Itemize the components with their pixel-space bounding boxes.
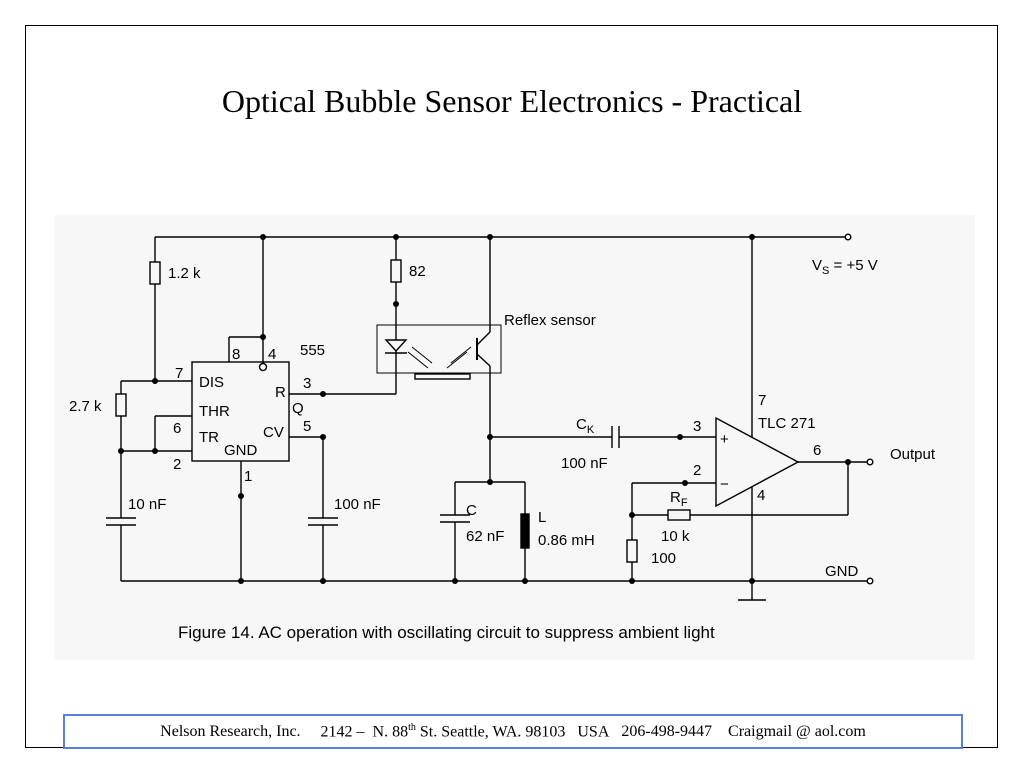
pin-number-2: 2 xyxy=(173,456,181,473)
pin-number-6: 6 xyxy=(173,420,181,437)
pin-number-5: 5 xyxy=(303,418,311,435)
label-r-82: 82 xyxy=(409,263,426,280)
pin-label-gnd: GND xyxy=(224,442,258,459)
pin-label-thr: THR xyxy=(199,403,230,420)
circuit-wires xyxy=(106,233,874,601)
label-gnd: GND xyxy=(825,563,859,580)
opamp-name: TLC 271 xyxy=(758,415,816,432)
opamp-pin-4: 4 xyxy=(757,487,765,504)
label-rf-value: 10 k xyxy=(661,528,690,545)
label-c-name: C xyxy=(466,502,477,519)
opamp-pin-7: 7 xyxy=(758,392,766,409)
footer-company: Nelson Research, Inc. xyxy=(160,722,301,740)
label-l-name: L xyxy=(538,509,546,526)
pin-number-8: 8 xyxy=(232,346,240,363)
label-r-1k2: 1.2 k xyxy=(168,265,201,282)
label-c-100n-cv: 100 nF xyxy=(334,496,381,513)
label-ck-value: 100 nF xyxy=(561,455,608,472)
pin-label-dis: DIS xyxy=(199,374,224,391)
footer-email: Craigmail @ aol.com xyxy=(728,722,866,740)
label-r-100: 100 xyxy=(651,550,676,567)
opamp-minus: − xyxy=(720,476,729,493)
label-output: Output xyxy=(890,446,936,463)
opamp-pin-6: 6 xyxy=(813,442,821,459)
junction-dots xyxy=(118,234,851,584)
pin-label-r: R xyxy=(275,384,286,401)
opamp-pin-2: 2 xyxy=(693,462,701,479)
pin-label-cv: CV xyxy=(263,424,284,441)
label-555: 555 xyxy=(300,342,325,359)
pin-number-7: 7 xyxy=(175,365,183,382)
slide-title: Optical Bubble Sensor Electronics - Prac… xyxy=(221,83,803,119)
footer-contact-bar: Nelson Research, Inc. 2142 – N. 88th St.… xyxy=(63,714,963,749)
opamp-pin-3: 3 xyxy=(693,418,701,435)
circuit-schematic: 1.2 k 82 Reflex sensor 555 8 4 7 DIS THR… xyxy=(55,215,975,660)
label-supply: VS = +5 V xyxy=(812,257,878,277)
label-c-10n: 10 nF xyxy=(128,496,166,513)
pin-number-4: 4 xyxy=(268,346,276,363)
label-r-2k7: 2.7 k xyxy=(69,398,102,415)
pin-number-1: 1 xyxy=(244,468,252,485)
figure-caption: Figure 14. AC operation with oscillating… xyxy=(178,623,715,642)
label-ck: CK xyxy=(576,416,595,436)
footer-address: 2142 – N. 88th St. Seattle, WA. 98103 US… xyxy=(320,721,610,741)
pin-label-q: Q xyxy=(292,400,304,417)
footer-phone: 206-498-9447 xyxy=(621,722,713,740)
pin-label-tr: TR xyxy=(199,429,219,446)
label-rf: RF xyxy=(670,489,688,509)
opamp-plus: + xyxy=(720,431,729,448)
label-reflex-sensor: Reflex sensor xyxy=(504,312,596,329)
pin-number-3: 3 xyxy=(303,375,311,392)
label-l-value: 0.86 mH xyxy=(538,532,595,549)
label-c-value: 62 nF xyxy=(466,528,504,545)
